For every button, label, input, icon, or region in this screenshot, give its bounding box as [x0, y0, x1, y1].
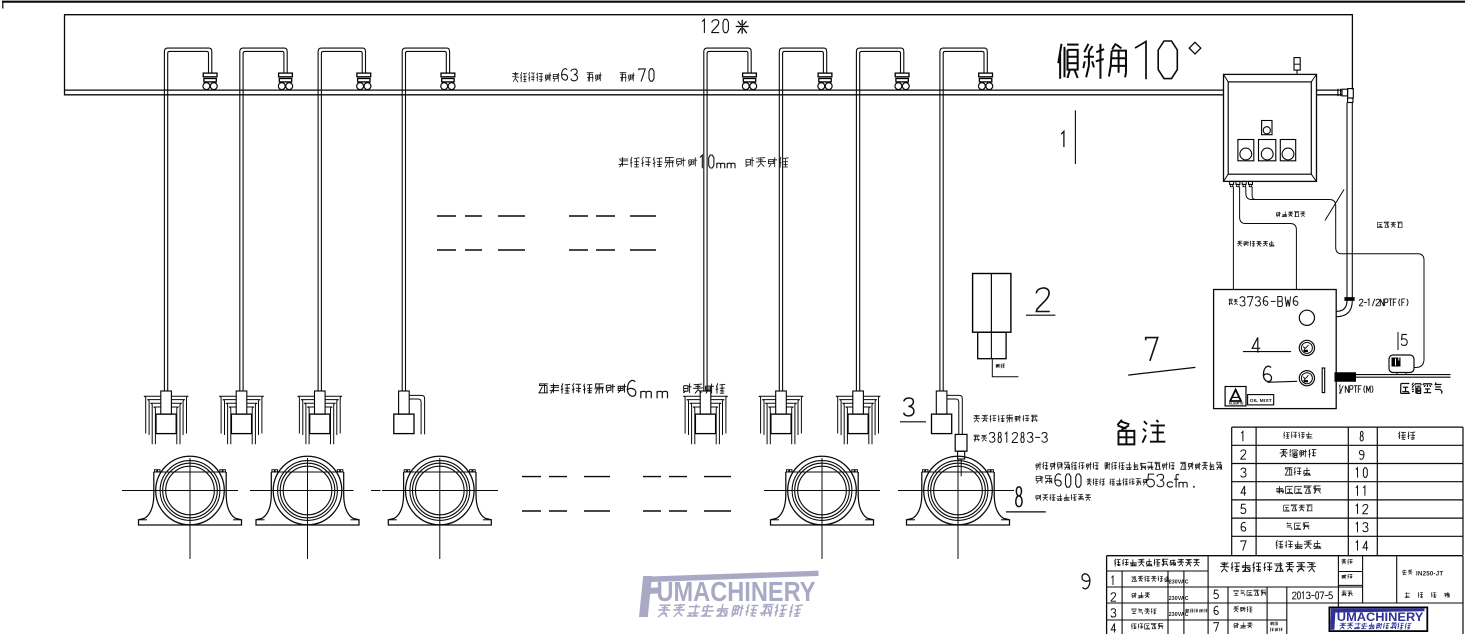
- svg-text:230VAC: 230VAC: [1169, 612, 1189, 618]
- svg-text:UMACHINERY: UMACHINERY: [657, 576, 816, 607]
- svg-text:ALEMITE: ALEMITE: [1229, 402, 1245, 406]
- svg-text:UMACHINERY: UMACHINERY: [1337, 610, 1424, 624]
- svg-text:OIL MIST: OIL MIST: [1250, 398, 1272, 403]
- svg-text:IN250-JT: IN250-JT: [1416, 570, 1443, 577]
- svg-text:230VAC: 230VAC: [1169, 596, 1189, 602]
- svg-text:230VAC: 230VAC: [1169, 580, 1189, 586]
